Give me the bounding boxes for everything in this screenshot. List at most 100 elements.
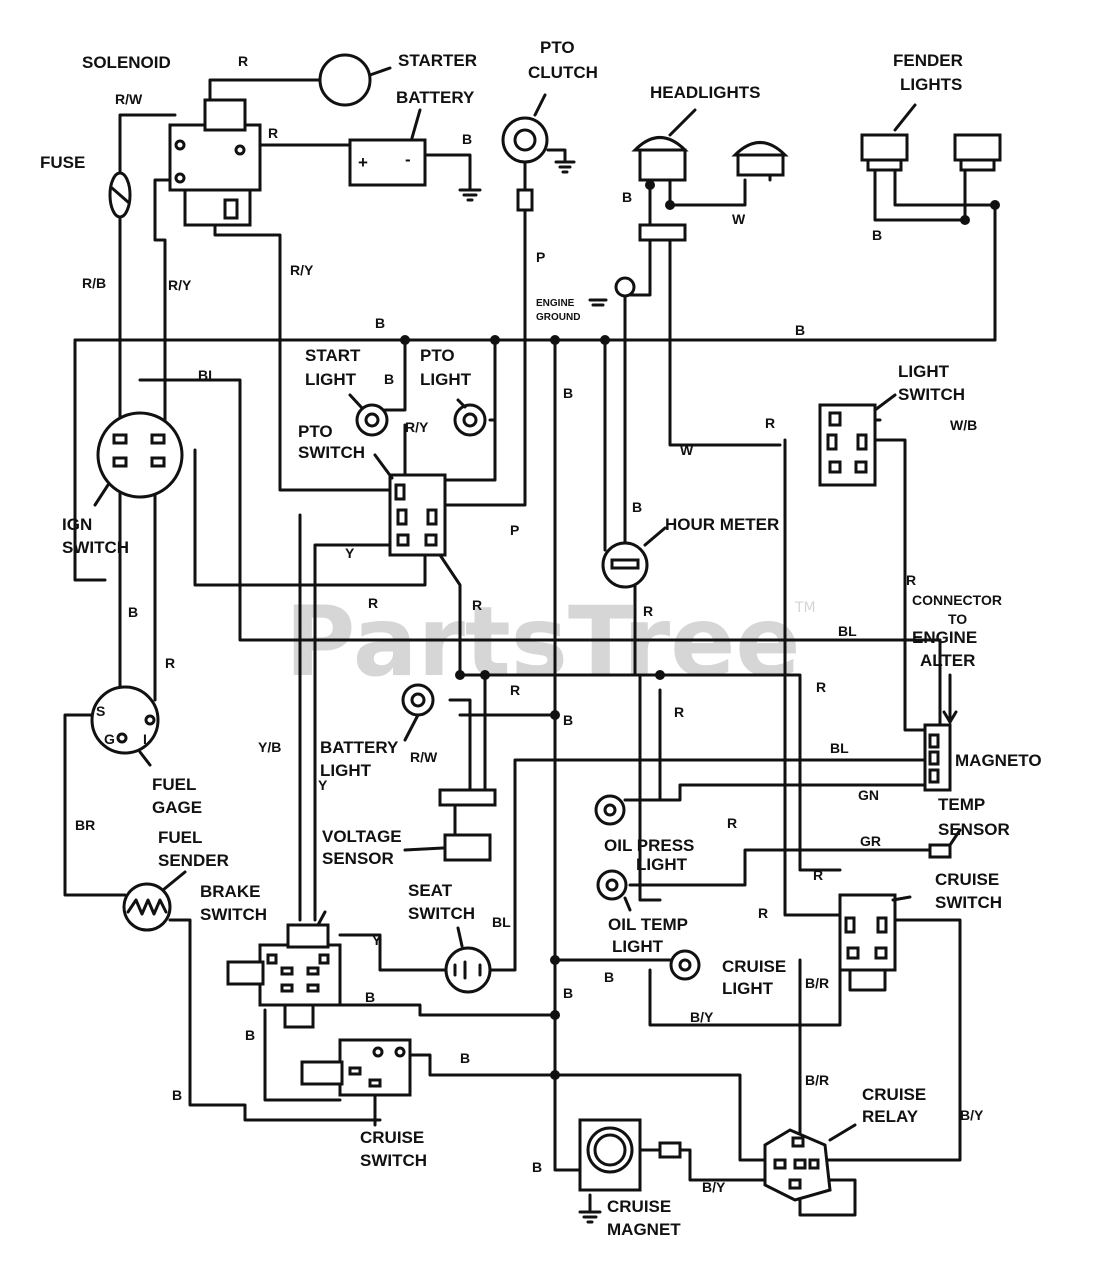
wire-code: B/R	[805, 1072, 829, 1088]
label-fuel-gage-1: FUEL	[152, 775, 196, 794]
label-light-switch-1: LIGHT	[898, 362, 950, 381]
wire-code: B	[375, 315, 385, 331]
wire-code: B	[563, 712, 573, 728]
label-engine-ground-2: GROUND	[536, 312, 580, 323]
wire-code: B	[172, 1087, 182, 1103]
label-temp-sensor-1: TEMP	[938, 795, 985, 814]
wire-code: R/B	[82, 275, 106, 291]
voltage-sensor-component	[403, 788, 497, 862]
battery-minus: -	[405, 150, 411, 169]
label-pto-clutch-1: PTO	[540, 38, 575, 57]
wire-code: R	[813, 867, 823, 883]
wire-code: B	[128, 604, 138, 620]
wire-code: B	[795, 322, 805, 338]
wire-code: B/R	[805, 975, 829, 991]
wire-code: R	[472, 597, 482, 613]
label-pto-switch-2: SWITCH	[298, 443, 365, 462]
wire-code: R/W	[115, 91, 143, 107]
wire-code: BL	[492, 914, 511, 930]
magneto-connector-component	[923, 673, 958, 792]
label-start-light-1: START	[305, 346, 361, 365]
label-cruise-light-2: LIGHT	[722, 979, 774, 998]
label-solenoid: SOLENOID	[82, 53, 171, 72]
label-voltage-sensor-2: SENSOR	[322, 849, 394, 868]
wire-code: P	[536, 249, 545, 265]
label-oil-press-light-1: OIL PRESS	[604, 836, 694, 855]
component-labels: SOLENOID STARTER BATTERY PTO CLUTCH HEAD…	[40, 38, 1042, 1239]
cruise-light-component	[669, 949, 701, 981]
label-temp-sensor-2: SENSOR	[938, 820, 1010, 839]
starter-component	[318, 53, 392, 107]
engine-ground-terminal	[614, 276, 636, 298]
wire-code: Y	[372, 932, 382, 948]
wire-code: R	[906, 572, 916, 588]
label-starter: STARTER	[398, 51, 477, 70]
wire-code: P	[510, 522, 519, 538]
wire-code: R	[765, 415, 775, 431]
wire-code: R	[268, 125, 278, 141]
wire-code: R/Y	[405, 419, 429, 435]
cruise-relay-component	[763, 1123, 857, 1202]
wire-code: GR	[860, 833, 881, 849]
wire-code: Y	[345, 545, 355, 561]
label-light-switch-2: SWITCH	[898, 385, 965, 404]
wire-code: B	[460, 1050, 470, 1066]
label-cruise-switch-left-1: CRUISE	[360, 1128, 424, 1147]
wire-code: R/W	[410, 749, 438, 765]
label-cruise-switch-right-1: CRUISE	[935, 870, 999, 889]
wire-code: B	[622, 189, 632, 205]
label-cruise-magnet-2: MAGNET	[607, 1220, 681, 1239]
battery-plus: +	[358, 153, 368, 172]
cruise-magnet-component	[578, 1118, 682, 1192]
wire-code: B	[604, 969, 614, 985]
wire-code: B	[532, 1159, 542, 1175]
label-pto-switch-1: PTO	[298, 422, 333, 441]
light-switch-component	[818, 393, 897, 487]
pto-switch-component	[373, 453, 447, 557]
wire-code: R	[727, 815, 737, 831]
wire-code: BL	[830, 740, 849, 756]
seat-switch-component	[444, 926, 492, 994]
pin-i: I	[143, 731, 147, 747]
label-pto-light-1: PTO	[420, 346, 455, 365]
wire-code: B	[245, 1027, 255, 1043]
label-connector-3: ENGINE	[912, 628, 977, 647]
wire-code: R/Y	[290, 262, 314, 278]
label-cruise-switch-right-2: SWITCH	[935, 893, 1002, 912]
label-voltage-sensor-1: VOLTAGE	[322, 827, 402, 846]
brake-switch-component	[226, 910, 342, 1029]
temp-sensor-component	[928, 828, 962, 859]
junctions	[400, 180, 1000, 1080]
label-brake-switch-1: BRAKE	[200, 882, 260, 901]
wire-code: Y/B	[258, 739, 281, 755]
wire-code: BL	[838, 623, 857, 639]
label-engine-ground-1: ENGINE	[536, 298, 575, 309]
label-fuel-gage-2: GAGE	[152, 798, 202, 817]
wire-code: W	[732, 211, 746, 227]
ign-switch-component	[93, 411, 184, 507]
wire-code: Y	[318, 777, 328, 793]
label-battery: BATTERY	[396, 88, 475, 107]
wire-code: R	[674, 704, 684, 720]
label-cruise-magnet-1: CRUISE	[607, 1197, 671, 1216]
label-battery-light-2: LIGHT	[320, 761, 372, 780]
wire-code: B/Y	[690, 1009, 714, 1025]
wire-code: B	[563, 385, 573, 401]
label-start-light-2: LIGHT	[305, 370, 357, 389]
battery-light-component	[401, 683, 435, 742]
wire-code: R	[510, 682, 520, 698]
label-ign-switch-2: SWITCH	[62, 538, 129, 557]
oil-press-light-component	[594, 794, 626, 826]
label-cruise-switch-left-2: SWITCH	[360, 1151, 427, 1170]
wire-code: B	[384, 371, 394, 387]
label-oil-press-light-2: LIGHT	[636, 855, 688, 874]
wire-code: R	[368, 595, 378, 611]
label-connector-1: CONNECTOR	[912, 592, 1002, 608]
wire-code: BR	[75, 817, 95, 833]
solenoid-component	[168, 98, 262, 227]
label-cruise-relay-1: CRUISE	[862, 1085, 926, 1104]
wire-code: R/Y	[168, 277, 192, 293]
fender-lights-component	[860, 103, 1002, 172]
wire-code: B/Y	[960, 1107, 984, 1123]
